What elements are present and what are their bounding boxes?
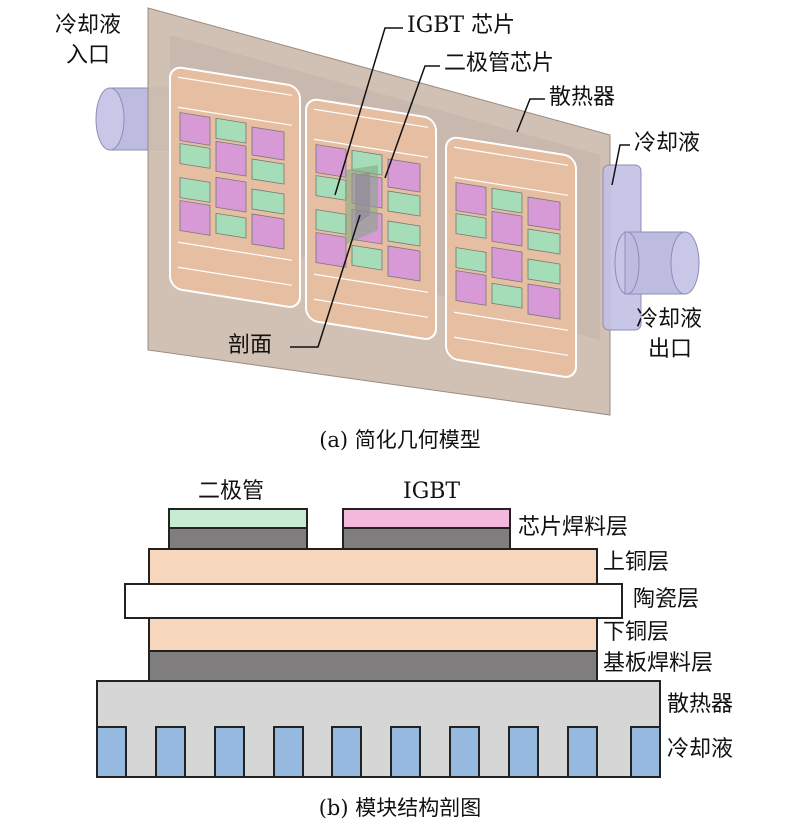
- igbt-chip: [491, 210, 523, 247]
- section-plane: [345, 165, 378, 245]
- igbt-chip: [527, 283, 561, 320]
- caption-a: (a) 简化几何模型: [319, 428, 481, 452]
- igbt-chip: [387, 158, 421, 193]
- diode-chip: [251, 158, 285, 185]
- coolant-channel: [214, 726, 245, 778]
- trace-lines: [178, 76, 292, 286]
- coolant-channel: [331, 726, 362, 778]
- coolant-channel: [630, 726, 661, 778]
- igbt-solder-layer: [342, 527, 511, 550]
- diode-chip: [455, 213, 487, 239]
- power-module: [445, 136, 577, 378]
- igbt-chip: [527, 196, 561, 231]
- igbt-chip-layer: [342, 508, 511, 529]
- label-layer-heatsink: 散热器: [667, 692, 734, 717]
- diode-chip: [179, 177, 211, 203]
- label-coolant: 冷却液: [634, 131, 701, 156]
- diode-chip: [491, 282, 523, 309]
- power-module: [169, 66, 301, 308]
- label-outlet-1: 冷却液: [636, 307, 703, 332]
- igbt-chip: [315, 232, 347, 268]
- label-heatsink: 散热器: [549, 85, 616, 110]
- label-igbt: IGBT: [403, 479, 461, 504]
- coolant-channel: [508, 726, 539, 778]
- geometry-model-drawing: [95, 7, 700, 416]
- igbt-chip: [179, 112, 211, 146]
- diode-solder-layer: [168, 527, 308, 550]
- label-layer-upper-copper: 上铜层: [603, 550, 670, 575]
- heatsink-block: [96, 680, 661, 778]
- coolant-channel: [390, 726, 421, 778]
- diode-chip: [251, 188, 285, 215]
- label-outlet-2: 出口: [648, 337, 693, 362]
- diode-chip: [455, 247, 487, 273]
- label-layer-substrate-solder: 基板焊料层: [603, 651, 714, 676]
- diode-chip: [315, 209, 347, 235]
- label-layer-chip-solder: 芯片焊料层: [518, 515, 629, 540]
- label-layer-lower-copper: 下铜层: [603, 620, 670, 645]
- label-diode-chip: 二极管芯片: [444, 51, 555, 76]
- igbt-chip: [387, 245, 421, 282]
- diode-chip: [215, 212, 247, 239]
- igbt-chip: [455, 182, 487, 216]
- diode-chip: [527, 258, 561, 285]
- igbt-chip: [455, 270, 487, 306]
- diode-chip: [315, 175, 347, 201]
- igbt-chip: [251, 126, 285, 161]
- coolant-channel: [567, 726, 598, 778]
- caption-b: (b) 模块结构剖图: [318, 796, 482, 820]
- igbt-chip: [215, 176, 247, 213]
- upper-copper-layer: [148, 548, 598, 585]
- igbt-chip: [215, 140, 247, 177]
- diode-chip: [387, 220, 421, 247]
- trace-lines: [314, 108, 428, 318]
- coolant-channel: [96, 726, 127, 778]
- diode-chip: [527, 228, 561, 255]
- label-layer-coolant: 冷却液: [667, 737, 734, 762]
- diode-chip: [387, 190, 421, 217]
- label-layer-ceramic: 陶瓷层: [633, 587, 700, 612]
- label-section: 剖面: [228, 333, 273, 358]
- diode-chip-layer: [168, 508, 308, 529]
- label-igbt-chip: IGBT 芯片: [407, 13, 516, 38]
- igbt-chip: [315, 144, 347, 178]
- substrate-solder-layer: [148, 650, 598, 682]
- trace-lines: [454, 146, 568, 356]
- igbt-chip: [491, 246, 523, 283]
- diode-chip: [179, 143, 211, 169]
- label-diode: 二极管: [198, 479, 265, 504]
- leader-lines: [290, 27, 630, 348]
- label-inlet-2: 入口: [66, 43, 111, 68]
- diode-chip: [491, 187, 523, 214]
- coolant-channel: [273, 726, 304, 778]
- coolant-channel: [449, 726, 480, 778]
- lower-copper-layer: [148, 617, 598, 652]
- igbt-chip: [179, 200, 211, 236]
- ceramic-layer: [124, 583, 623, 619]
- diode-chip: [351, 244, 383, 271]
- coolant-channel: [155, 726, 186, 778]
- diode-chip: [215, 117, 247, 144]
- label-inlet-1: 冷却液: [55, 13, 122, 38]
- igbt-chip: [251, 213, 285, 250]
- outlet-manifold: [602, 164, 700, 331]
